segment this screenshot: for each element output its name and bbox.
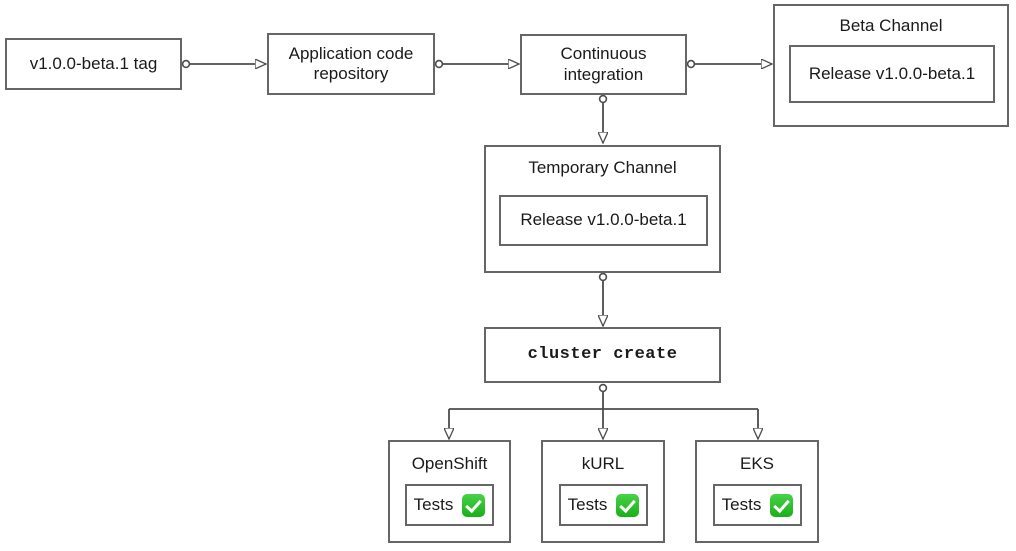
node-kurl-tests-label: Tests — [567, 494, 608, 514]
edge-tag-to-repo — [181, 61, 266, 68]
node-tag[interactable]: v1.0.0-beta.1 tag — [5, 38, 182, 90]
edge-cluster-create-to-targets — [449, 383, 758, 439]
group-openshift-title: OpenShift — [411, 454, 488, 473]
group-kurl[interactable]: kURL Tests — [541, 440, 665, 543]
node-cluster-create[interactable]: cluster create — [484, 327, 721, 383]
node-application-code-repository-label: Application code repository — [288, 43, 414, 83]
node-kurl-tests[interactable]: Tests — [559, 484, 648, 526]
group-beta-channel[interactable]: Beta Channel Release v1.0.0-beta.1 — [773, 4, 1009, 127]
node-continuous-integration-label: Continuous integration — [560, 44, 647, 84]
group-temporary-channel[interactable]: Temporary Channel Release v1.0.0-beta.1 — [484, 145, 721, 273]
node-eks-tests[interactable]: Tests — [713, 484, 802, 526]
group-temporary-channel-title: Temporary Channel — [528, 158, 677, 177]
node-temporary-channel-release[interactable]: Release v1.0.0-beta.1 — [499, 195, 708, 246]
edge-ci-to-beta-channel — [686, 61, 772, 68]
group-openshift[interactable]: OpenShift Tests — [388, 440, 511, 543]
node-beta-channel-release-label: Release v1.0.0-beta.1 — [808, 63, 976, 83]
node-application-code-repository[interactable]: Application code repository — [267, 33, 435, 95]
group-eks[interactable]: EKS Tests — [695, 440, 819, 543]
group-eks-title: EKS — [739, 454, 775, 473]
edge-repo-to-ci — [434, 61, 519, 68]
node-openshift-tests[interactable]: Tests — [405, 484, 494, 526]
node-tag-label: v1.0.0-beta.1 tag — [29, 53, 158, 73]
group-beta-channel-title: Beta Channel — [839, 16, 943, 35]
edge-temporary-channel-to-cluster-create — [600, 272, 607, 326]
node-openshift-tests-label: Tests — [413, 494, 454, 514]
green-check-icon — [616, 493, 640, 517]
edge-ci-to-temporary-channel — [600, 94, 607, 143]
node-beta-channel-release[interactable]: Release v1.0.0-beta.1 — [789, 45, 995, 103]
green-check-icon — [770, 493, 794, 517]
node-temporary-channel-release-label: Release v1.0.0-beta.1 — [520, 210, 687, 230]
node-continuous-integration[interactable]: Continuous integration — [520, 34, 687, 95]
group-kurl-title: kURL — [581, 454, 625, 473]
node-eks-tests-label: Tests — [721, 494, 762, 514]
node-cluster-create-label: cluster create — [527, 344, 678, 364]
green-check-icon — [462, 493, 486, 517]
